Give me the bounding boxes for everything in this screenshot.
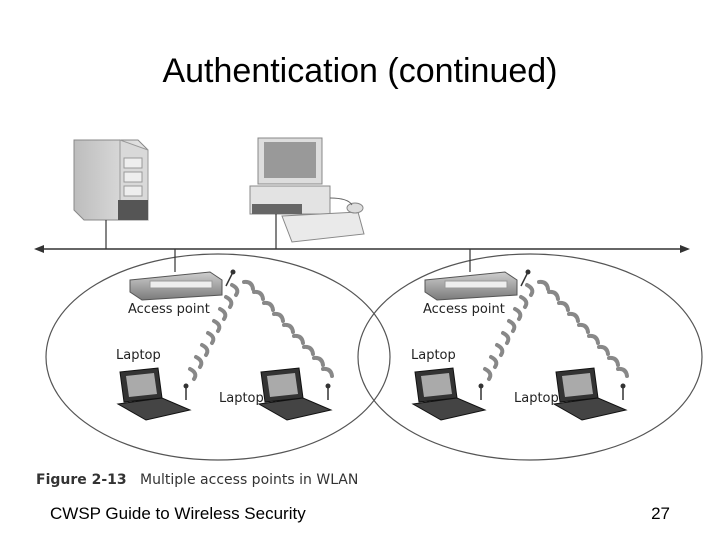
- wireless-signal-right-1: [483, 283, 535, 381]
- ap-label-left: Access point: [128, 302, 210, 317]
- server-icon: [73, 139, 149, 249]
- laptop-label-left-2: Laptop: [219, 391, 264, 406]
- page-number: 27: [651, 504, 670, 523]
- laptop-icon-right-1: [411, 367, 487, 421]
- access-point-right: [424, 249, 531, 301]
- figure-number: Figure 2-13: [36, 472, 127, 488]
- wireless-signal-left-1: [188, 283, 240, 381]
- coverage-cell-right: [357, 253, 703, 461]
- coverage-cell-left: [45, 253, 391, 461]
- laptop-label-right-1: Laptop: [411, 348, 456, 363]
- access-point-left: [129, 249, 236, 301]
- laptop-icon-left-1: [116, 367, 192, 421]
- slide-title: Authentication (continued): [162, 52, 558, 90]
- laptop-icon-right-2: [552, 367, 628, 421]
- laptop-icon-left-2: [257, 367, 333, 421]
- network-backbone: [34, 245, 690, 253]
- wireless-signal-left-2: [242, 279, 334, 378]
- laptop-label-left-1: Laptop: [116, 348, 161, 363]
- ap-label-right: Access point: [423, 302, 505, 317]
- wireless-signal-right-2: [537, 279, 629, 378]
- figure-caption: Multiple access points in WLAN: [140, 472, 358, 488]
- footer-course-title: CWSP Guide to Wireless Security: [50, 504, 306, 523]
- laptop-label-right-2: Laptop: [514, 391, 559, 406]
- workstation-icon: [249, 137, 365, 249]
